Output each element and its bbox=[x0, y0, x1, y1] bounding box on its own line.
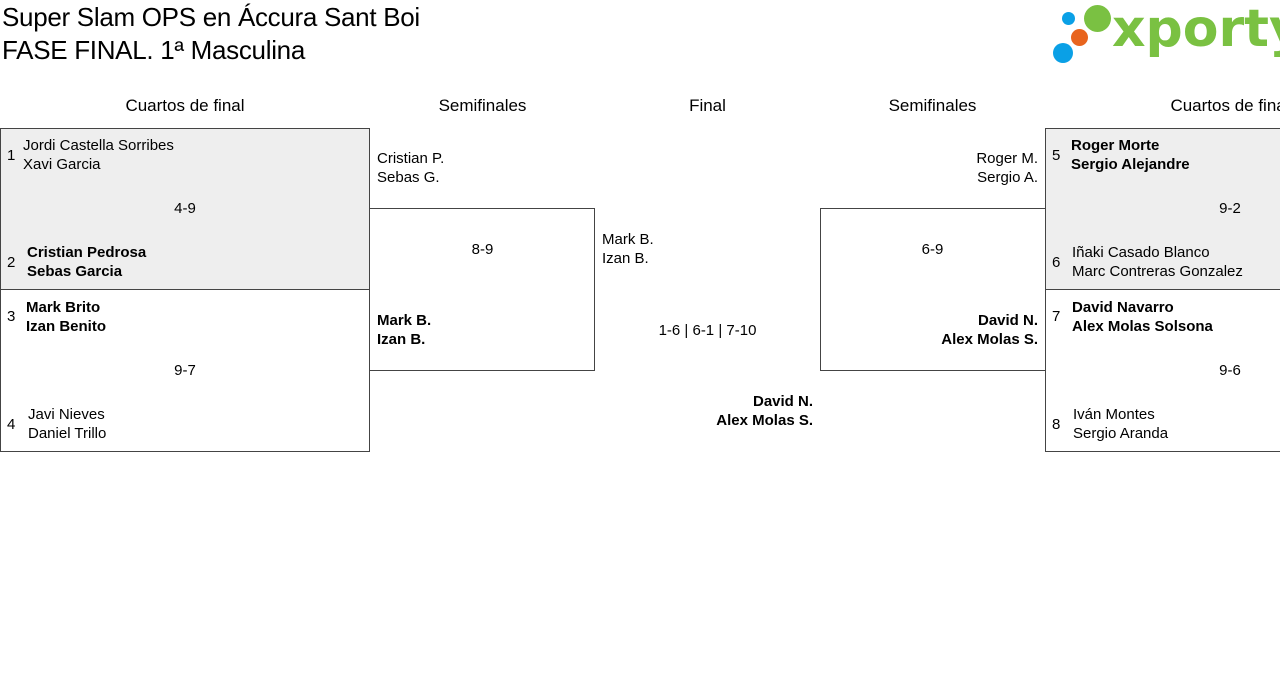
match-quarterfinal-4[interactable] bbox=[1045, 289, 1280, 452]
player-name: Mark B. bbox=[602, 231, 654, 248]
team-qf2-top[interactable]: Mark Brito Izan Benito bbox=[26, 298, 106, 336]
header-right-semifinals: Semifinales bbox=[888, 96, 977, 115]
player-name: Cristian P. bbox=[377, 150, 445, 167]
final-score: 1-6 | 6-1 | 7-10 bbox=[658, 322, 757, 339]
team-qf3-top[interactable]: Roger Morte Sergio Alejandre bbox=[1071, 136, 1190, 174]
team-sf2-top[interactable]: Roger M. Sergio A. bbox=[820, 149, 1038, 187]
player-name: Sebas Garcia bbox=[27, 263, 123, 280]
match-score: 9-2 bbox=[1219, 200, 1241, 217]
team-final-bottom[interactable]: David N. Alex Molas S. bbox=[595, 392, 813, 430]
player-name: David N. bbox=[977, 312, 1038, 329]
match-score: 6-9 bbox=[921, 241, 944, 258]
player-name: Sergio A. bbox=[977, 169, 1038, 186]
logo-dot-blue-large bbox=[1053, 43, 1073, 63]
match-score: 4-9 bbox=[174, 200, 196, 217]
logo-dot-green bbox=[1084, 5, 1111, 32]
match-score: 9-7 bbox=[174, 362, 196, 379]
player-name: Sergio Aranda bbox=[1073, 425, 1169, 442]
header-left-semifinals: Semifinales bbox=[438, 96, 527, 115]
seed-number: 6 bbox=[1052, 254, 1061, 271]
seed-number: 7 bbox=[1052, 308, 1061, 325]
player-name: Izan Benito bbox=[26, 318, 107, 335]
seed-number: 8 bbox=[1052, 416, 1061, 433]
player-name: Alex Molas S. bbox=[941, 331, 1038, 348]
team-qf3-bottom[interactable]: Iñaki Casado Blanco Marc Contreras Gonza… bbox=[1072, 243, 1243, 281]
match-score: 9-6 bbox=[1219, 362, 1241, 379]
match-score: 8-9 bbox=[471, 241, 494, 258]
team-qf1-top[interactable]: Jordi Castella Sorribes Xavi Garcia bbox=[23, 136, 174, 174]
seed-number: 2 bbox=[7, 254, 16, 271]
page-subtitle: FASE FINAL. 1ª Masculina bbox=[2, 35, 305, 65]
header-right-quarterfinals: Cuartos de final bbox=[1170, 96, 1280, 115]
player-name: Izan B. bbox=[377, 331, 426, 348]
team-qf4-top[interactable]: David Navarro Alex Molas Solsona bbox=[1072, 298, 1213, 336]
logo-dot-blue-small bbox=[1062, 12, 1075, 25]
player-name: Roger Morte bbox=[1071, 137, 1160, 154]
match-semifinal-1[interactable] bbox=[369, 208, 595, 371]
player-name: David N. bbox=[752, 393, 813, 410]
seed-number: 1 bbox=[7, 147, 16, 164]
header-final: Final bbox=[689, 96, 726, 115]
player-name: Alex Molas S. bbox=[716, 412, 813, 429]
player-name: Jordi Castella Sorribes bbox=[23, 137, 174, 154]
team-sf1-top[interactable]: Cristian P. Sebas G. bbox=[377, 149, 444, 187]
player-name: Mark Brito bbox=[26, 299, 101, 316]
seed-number: 5 bbox=[1052, 147, 1061, 164]
player-name: David Navarro bbox=[1072, 299, 1174, 316]
team-sf2-bottom[interactable]: David N. Alex Molas S. bbox=[820, 311, 1038, 349]
team-qf4-bottom[interactable]: Iván Montes Sergio Aranda bbox=[1073, 405, 1168, 443]
seed-number: 3 bbox=[7, 308, 16, 325]
player-name: Xavi Garcia bbox=[23, 156, 101, 173]
player-name: Cristian Pedrosa bbox=[27, 244, 147, 261]
player-name: Sergio Alejandre bbox=[1071, 156, 1190, 173]
player-name: Izan B. bbox=[602, 250, 649, 267]
player-name: Daniel Trillo bbox=[28, 425, 107, 442]
header-left-quarterfinals: Cuartos de final bbox=[125, 96, 245, 115]
match-quarterfinal-3[interactable] bbox=[1045, 128, 1280, 290]
match-quarterfinal-1[interactable] bbox=[0, 128, 370, 290]
team-sf1-bottom[interactable]: Mark B. Izan B. bbox=[377, 311, 431, 349]
team-qf1-bottom[interactable]: Cristian Pedrosa Sebas Garcia bbox=[27, 243, 146, 281]
player-name: Sebas G. bbox=[377, 169, 440, 186]
xporty-logo[interactable]: xporty bbox=[1050, 0, 1280, 66]
team-qf2-bottom[interactable]: Javi Nieves Daniel Trillo bbox=[28, 405, 106, 443]
team-final-top[interactable]: Mark B. Izan B. bbox=[602, 230, 654, 268]
player-name: Alex Molas Solsona bbox=[1072, 318, 1213, 335]
player-name: Iñaki Casado Blanco bbox=[1072, 244, 1210, 261]
logo-wordmark: xporty bbox=[1112, 0, 1280, 59]
player-name: Mark B. bbox=[377, 312, 432, 329]
logo-dot-orange bbox=[1071, 29, 1088, 46]
page-title: Super Slam OPS en Áccura Sant Boi bbox=[2, 2, 420, 32]
seed-number: 4 bbox=[7, 416, 16, 433]
player-name: Iván Montes bbox=[1073, 406, 1155, 423]
player-name: Roger M. bbox=[976, 150, 1038, 167]
player-name: Javi Nieves bbox=[28, 406, 105, 423]
player-name: Marc Contreras Gonzalez bbox=[1072, 263, 1243, 280]
